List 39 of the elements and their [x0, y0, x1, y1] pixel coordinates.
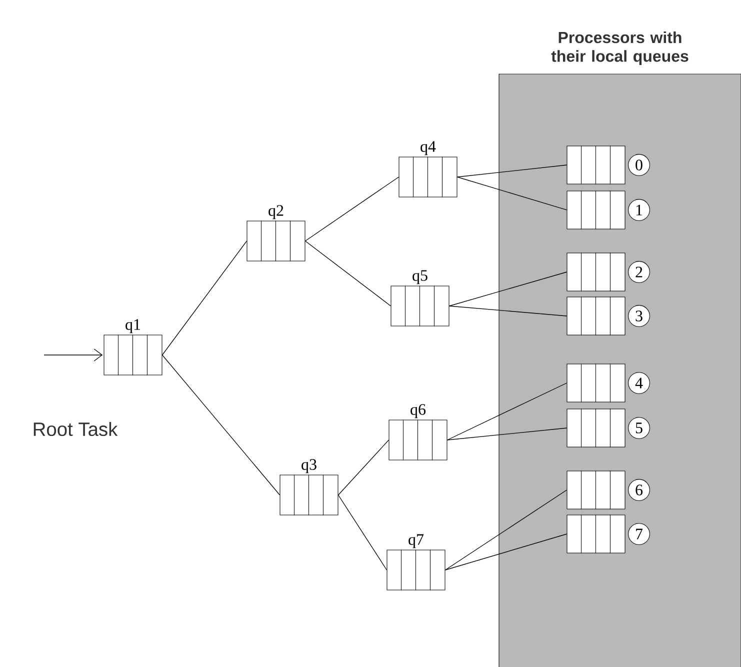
arrow: [44, 348, 103, 362]
connector-line: [304, 176, 400, 242]
connector-line: [338, 440, 390, 496]
queue-box: q7: [386, 534, 446, 591]
queue-box: q6: [388, 404, 448, 461]
queue-box: [566, 408, 626, 448]
queue-box: [566, 514, 626, 554]
connector-line: [446, 428, 568, 440]
queue-box: [566, 363, 626, 403]
queue-box: q1: [104, 319, 162, 376]
node-label: Processors with their local queues: [551, 31, 688, 66]
connector-line: [456, 164, 568, 178]
connector-line: [444, 490, 568, 570]
queue-box: [566, 470, 626, 510]
node-label: q1: [126, 319, 140, 334]
root-task-label: Root Task: [34, 422, 118, 436]
connector-line: [338, 494, 388, 570]
queue-box: [566, 296, 626, 336]
queue-box: q4: [398, 141, 458, 198]
connector-line: [444, 534, 568, 570]
queue-box: q3: [280, 459, 338, 516]
queue-box: q2: [246, 205, 306, 262]
node-label: q5: [412, 270, 428, 284]
node-label: q3: [302, 459, 316, 474]
connector-line: [448, 272, 568, 306]
connector-line: [162, 354, 280, 496]
node-label: q2: [268, 205, 284, 220]
queue-box: [566, 190, 626, 230]
connector-line: [448, 306, 568, 316]
connector-line: [456, 176, 568, 210]
connector-line: [446, 382, 568, 440]
queue-box: q5: [390, 270, 450, 327]
connector-line: [162, 240, 248, 356]
queue-box: [566, 252, 626, 292]
node-label: q4: [420, 141, 436, 156]
node-label: q6: [410, 404, 426, 418]
connector-line: [304, 240, 392, 306]
queue-box: [566, 145, 626, 185]
node-label: q7: [408, 534, 424, 548]
